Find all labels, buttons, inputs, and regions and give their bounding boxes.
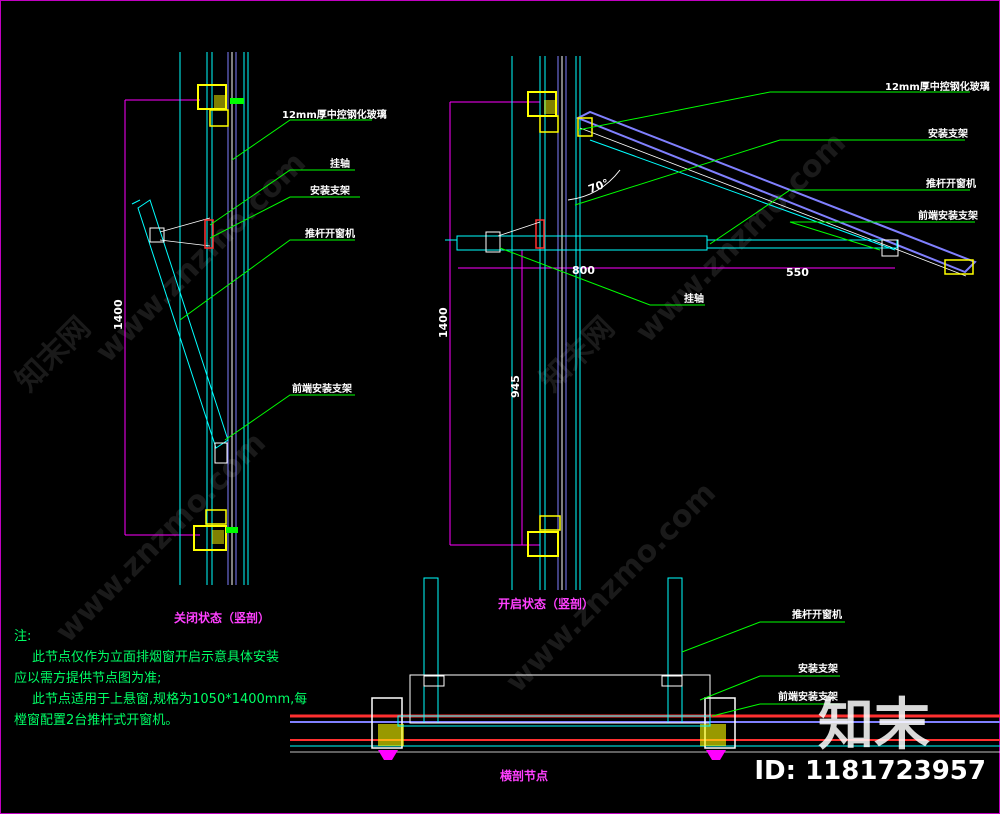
label-bracket-open: 安装支架: [928, 127, 968, 140]
label-opener-open: 推杆开窗机: [926, 177, 976, 190]
note-line: 樘窗配置2台推杆式开窗机。: [14, 713, 179, 728]
label-opener-closed: 推杆开窗机: [305, 227, 355, 240]
caption-open: 开启状态（竖剖）: [498, 596, 594, 611]
dim-open-height: 1400: [437, 307, 450, 338]
closed-section: [124, 52, 372, 585]
note-title: 注:: [14, 629, 32, 644]
horizontal-section: [290, 577, 1000, 760]
label-hinge-closed: 挂轴: [330, 157, 350, 170]
brand-logo: 知末: [818, 693, 930, 758]
caption-closed: 关闭状态（竖剖）: [174, 610, 270, 625]
image-id: ID: 1181723957: [754, 756, 986, 786]
dim-closed-height: 1400: [112, 299, 125, 330]
note-line: 此节点适用于上悬窗,规格为1050*1400mm,每: [32, 692, 308, 707]
label-glass-open: 12mm厚中控钢化玻璃: [885, 80, 990, 93]
note-line: 应以需方提供节点图为准;: [14, 671, 162, 686]
dim-stroke-b: 550: [786, 266, 809, 279]
label-bracket-section: 安装支架: [798, 662, 838, 675]
label-opener-section: 推杆开窗机: [792, 608, 842, 621]
label-hinge-open: 挂轴: [684, 292, 704, 305]
open-section: [445, 56, 977, 590]
label-bracket-closed: 安装支架: [310, 184, 350, 197]
label-front-bracket-closed: 前端安装支架: [292, 382, 352, 395]
note-block: 注: 此节点仅作为立面排烟窗开启示意具体安装 应以需方提供节点图为准; 此节点适…: [14, 626, 354, 731]
label-front-bracket-open: 前端安装支架: [918, 209, 978, 222]
dim-stroke-a: 800: [572, 264, 595, 277]
caption-section: 横剖节点: [500, 768, 548, 783]
note-line: 此节点仅作为立面排烟窗开启示意具体安装: [32, 650, 280, 665]
label-front-bracket-section: 前端安装支架: [778, 690, 838, 703]
dim-open-lower: 945: [509, 375, 522, 398]
label-glass-closed: 12mm厚中控钢化玻璃: [282, 108, 387, 121]
dim-angle: 70°: [587, 176, 611, 195]
